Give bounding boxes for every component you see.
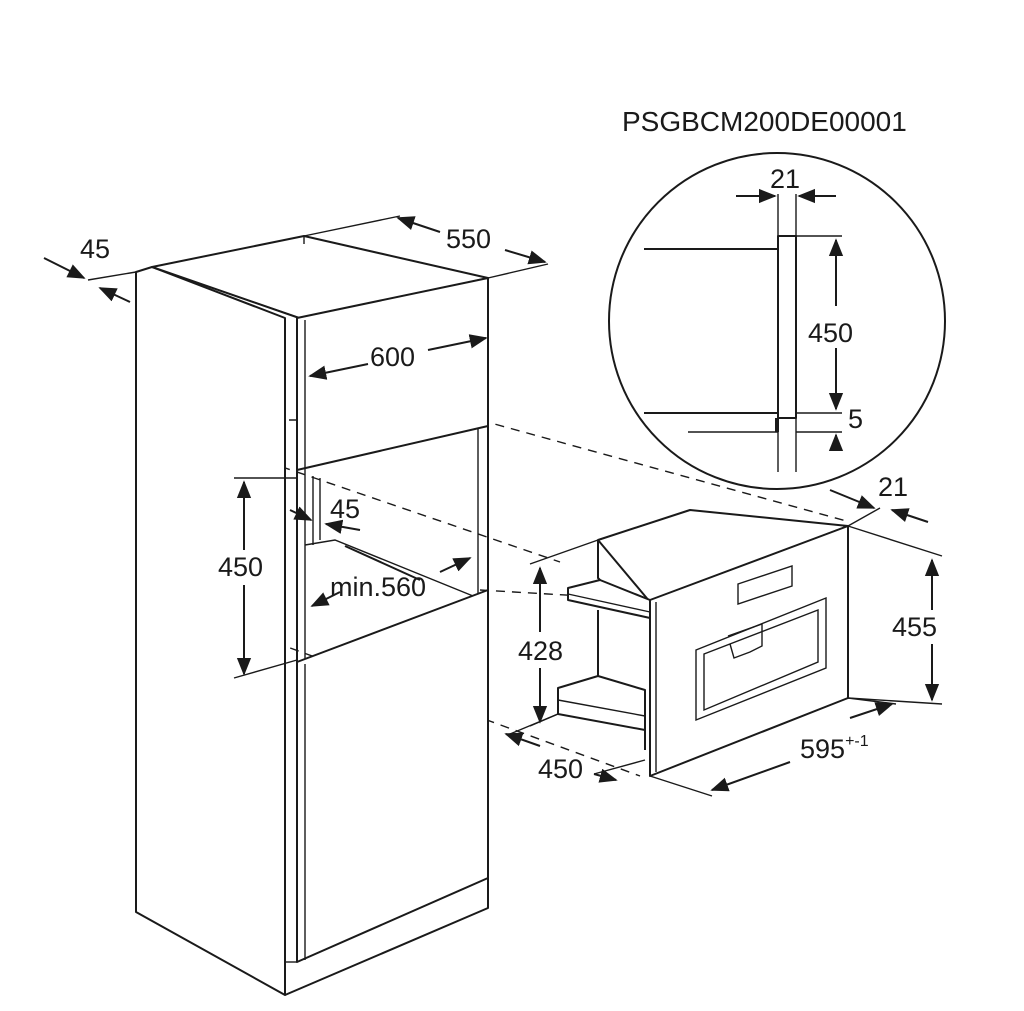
cabinet-side-panel	[135, 266, 286, 996]
appliance-display	[737, 565, 793, 605]
cabinet-dimensions: 45 550 600 450 45 min.560	[43, 215, 549, 679]
appliance-spout	[727, 623, 763, 659]
cabinet	[135, 235, 851, 996]
dim-side-panel: 45	[80, 234, 110, 264]
detail-panel	[777, 235, 797, 419]
cabinet-lower-door	[296, 589, 489, 963]
detail-view: 21 450 5	[608, 152, 946, 490]
dim-front-width-value: 595	[800, 734, 845, 764]
dim-front-width: 595+-1	[800, 733, 869, 764]
appliance	[557, 509, 849, 777]
dim-front-width-tolerance: +-1	[845, 733, 869, 750]
dim-detail-gap: 5	[848, 404, 863, 434]
dim-niche-width: min.560	[330, 572, 426, 602]
appliance-dimensions: 21 455 595+-1 428 450	[504, 472, 943, 797]
dim-appliance-depth: 450	[538, 754, 583, 784]
dim-front-height: 455	[892, 612, 937, 642]
cabinet-plinth	[284, 878, 489, 996]
dim-cabinet-depth: 550	[446, 224, 491, 254]
product-code: PSGBCM200DE00001	[622, 106, 907, 137]
dim-niche-height: 450	[218, 552, 263, 582]
dim-detail-thickness: 21	[770, 164, 800, 194]
dim-detail-height: 450	[808, 318, 853, 348]
appliance-brew-niche	[695, 596, 827, 722]
dim-front-thickness: 21	[878, 472, 908, 502]
dim-cabinet-width: 600	[370, 342, 415, 372]
dim-side-offset: 45	[330, 494, 360, 524]
dim-body-height: 428	[518, 636, 563, 666]
appliance-drip-tray	[557, 675, 646, 731]
